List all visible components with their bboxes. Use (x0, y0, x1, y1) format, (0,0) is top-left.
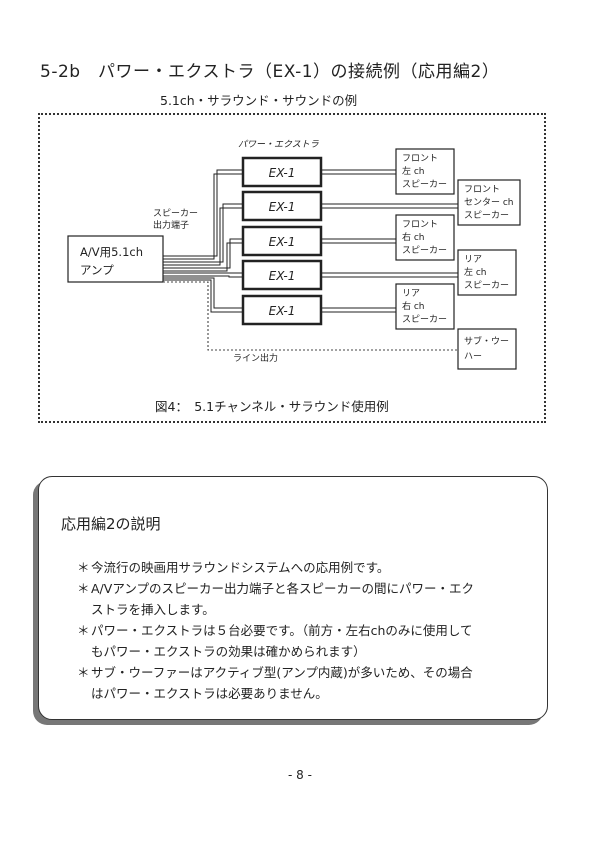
figure-caption: 図4： 5.1チャンネル・サラウンド使用例 (155, 399, 389, 414)
page-subtitle: 5.1ch・サラウンド・サウンドの例 (160, 93, 358, 108)
av-amp-box (67, 235, 164, 283)
speaker-front-left-line3: スピーカー (402, 179, 447, 190)
speaker-rear-right-line1: リア (402, 289, 420, 299)
line-out-label: ライン出力 (233, 352, 278, 364)
ex1-unit-2 (241, 190, 323, 222)
amp-to-ex1-wiring (163, 169, 243, 313)
speaker-front-left-line1: フロント (402, 154, 438, 164)
av-amp-label: A/V用5.1ch (80, 245, 143, 259)
ex1-unit-3 (241, 225, 323, 257)
speaker-front-right-line1: フロント (402, 220, 438, 230)
speaker-rear-right (395, 283, 455, 330)
ex1-unit-4-label: EX-1 (269, 269, 296, 283)
ex1-unit-1 (241, 156, 323, 188)
list-item: ＊ 今流行の映画用サラウンドシステムへの応用例です。 (77, 557, 537, 578)
ex1-to-speaker-wiring (321, 169, 458, 313)
figure-frame (38, 113, 546, 423)
speaker-rear-left-line2: 左 ch (464, 266, 487, 278)
speaker-rear-left-line1: リア (464, 255, 482, 265)
ex1-unit-3-label: EX-1 (269, 235, 296, 249)
ex1-units: EX-1 EX-1 EX-1 EX-1 EX-1 (241, 156, 323, 326)
speaker-front-left-line2: 左 ch (402, 165, 425, 177)
page-number: - 8 - (288, 768, 312, 782)
ex1-unit-5-label: EX-1 (269, 304, 296, 318)
page-title: 5-2b パワー・エクストラ（EX-1）の接続例（応用編2） (40, 62, 500, 82)
speaker-front-right-line2: 右 ch (402, 231, 425, 243)
ex1-unit-4 (241, 259, 323, 291)
asterisk-icon: ＊ (77, 581, 90, 596)
speaker-front-center-line2: センター ch (464, 197, 514, 208)
ex1-unit-5 (241, 294, 323, 326)
list-item-text: サブ・ウーファーはアクティブ型(アンプ内蔵)が多いため、その場合 はパワー・エク… (91, 665, 473, 701)
speaker-subwoofer-line1: サブ・ウー (464, 335, 509, 347)
list-item-text: 今流行の映画用サラウンドシステムへの応用例です。 (91, 560, 390, 575)
speaker-front-center (457, 179, 521, 226)
speaker-subwoofer (457, 328, 517, 370)
list-item-text: A/Vアンプのスピーカー出力端子と各スピーカーの間にパワー・エク ストラを挿入し… (91, 581, 474, 617)
asterisk-icon: ＊ (77, 560, 90, 575)
speaker-front-left (395, 148, 455, 195)
speaker-subwoofer-line2: ハー (464, 352, 482, 362)
line-out-wiring (163, 281, 458, 351)
speaker-front-center-line1: フロント (464, 185, 500, 195)
speaker-front-center-line3: スピーカー (464, 210, 509, 221)
list-item-text: パワー・エクストラは５台必要です。（前方・左右chのみに使用して もパワー・エク… (91, 623, 473, 659)
asterisk-icon: ＊ (77, 623, 90, 638)
list-item: ＊ A/Vアンプのスピーカー出力端子と各スピーカーの間にパワー・エク ストラを挿… (77, 578, 537, 620)
speaker-rear-left-line3: スピーカー (464, 280, 509, 291)
speaker-front-right-line3: スピーカー (402, 245, 447, 256)
speaker-output-sublabel: 出力端子 (153, 219, 189, 231)
speaker-rear-right-line2: 右 ch (402, 300, 425, 312)
list-item: ＊ パワー・エクストラは５台必要です。（前方・左右chのみに使用して もパワー・… (77, 620, 537, 662)
speaker-rear-left (457, 249, 517, 296)
connection-diagram: A/V用5.1ch アンプ スピーカー 出力端子 パワー・エクストラ EX-1 … (67, 139, 521, 414)
ex1-unit-2-label: EX-1 (269, 200, 296, 214)
av-amp-sublabel: アンプ (80, 263, 114, 277)
speaker-boxes: フロント 左 ch スピーカー フロント センター ch スピーカー フロント … (395, 148, 521, 370)
ex1-unit-1-label: EX-1 (269, 166, 296, 180)
speaker-front-right (395, 214, 455, 261)
explanation-list: ＊ 今流行の映画用サラウンドシステムへの応用例です。 ＊ A/Vアンプのスピーカ… (77, 557, 537, 704)
speaker-rear-right-line3: スピーカー (402, 314, 447, 325)
asterisk-icon: ＊ (77, 665, 90, 680)
power-extra-label: パワー・エクストラ (238, 139, 319, 150)
speaker-output-label: スピーカー (153, 208, 198, 219)
explanation-box: 応用編2の説明 ＊ 今流行の映画用サラウンドシステムへの応用例です。 ＊ A/V… (38, 476, 548, 720)
list-item: ＊ サブ・ウーファーはアクティブ型(アンプ内蔵)が多いため、その場合 はパワー・… (77, 662, 537, 704)
explanation-title: 応用編2の説明 (61, 515, 161, 533)
